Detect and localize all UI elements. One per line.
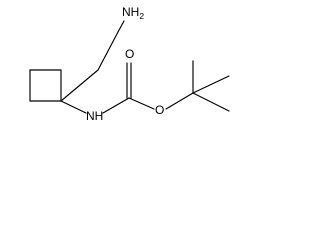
chain-ch2-bond — [97, 31, 119, 71]
carbamate-nh-label: NH — [86, 109, 103, 123]
amine-h-count-text: 2 — [139, 11, 144, 21]
molecule-structure: NH2 NH O O — [29, 5, 230, 123]
chain-to-amine-bond — [117, 20, 125, 33]
amine-nh-text: NH — [122, 5, 139, 19]
amine-nitrogen-label: NH2 — [122, 5, 144, 21]
tbu-methyl-right-bond — [192, 75, 230, 94]
ester-oxygen-label: O — [155, 103, 164, 117]
ring-to-chain-bond — [60, 69, 99, 102]
carbonyl-oxygen-label: O — [125, 47, 134, 61]
ring-to-nh-bond — [60, 100, 87, 114]
tbu-methyl-bottom-bond — [192, 92, 230, 112]
ester-o-to-tbu-bond — [165, 92, 194, 110]
carbonyl-to-ester-o-bond — [128, 97, 155, 110]
nh-to-carbonyl-bond — [102, 97, 130, 114]
